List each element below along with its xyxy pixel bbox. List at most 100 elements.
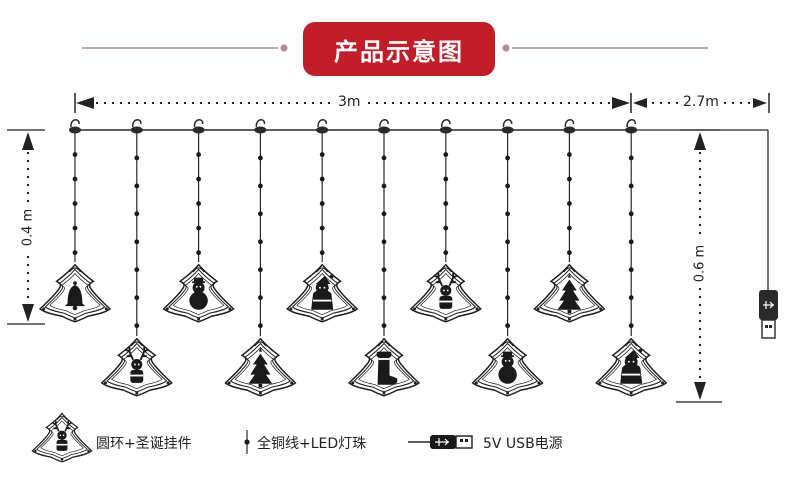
led-bead-icon xyxy=(443,176,449,182)
width-main-label: 3m xyxy=(335,94,364,110)
led-bead-icon xyxy=(134,295,140,301)
led-bead-icon xyxy=(567,152,572,157)
led-bead-icon xyxy=(258,183,263,189)
led-bead-icon xyxy=(505,239,510,245)
height-short-label: 0.4 m xyxy=(20,203,36,252)
led-bead-icon xyxy=(505,183,510,189)
led-bead-icon xyxy=(134,155,140,161)
ornament-icon xyxy=(224,337,297,397)
led-bead-icon xyxy=(381,155,387,161)
tree-icon xyxy=(248,347,273,388)
light-strand xyxy=(533,119,606,323)
led-bead-icon xyxy=(196,152,202,157)
hook-icon xyxy=(502,119,513,128)
ornament-icon xyxy=(347,337,421,397)
led-bead-icon xyxy=(628,295,634,301)
led-bead-icon xyxy=(134,267,140,273)
page-title: 产品示意图 xyxy=(303,22,495,76)
light-strand xyxy=(224,119,297,397)
led-bead-icon xyxy=(258,239,263,245)
light-strand xyxy=(100,119,173,397)
width-cable-label: 2.7m xyxy=(680,94,722,110)
legend-ornament-icon xyxy=(31,412,93,463)
dim-3m-arrow-right xyxy=(612,97,630,109)
led-bead-icon xyxy=(258,155,263,161)
dim-04m-arrow-top xyxy=(22,132,34,150)
hook-icon xyxy=(564,119,575,128)
legend-graphics xyxy=(31,412,473,463)
ornament-icon xyxy=(38,263,112,323)
led-bead-icon xyxy=(258,267,263,273)
led-bead-icon xyxy=(319,201,325,206)
header-dot-right xyxy=(502,44,510,52)
led-bead-icon xyxy=(319,250,325,256)
hook-icon xyxy=(317,119,327,128)
led-bead-icon xyxy=(72,225,78,231)
ornament-icon xyxy=(595,337,668,397)
dim-3m-arrow-left xyxy=(76,97,94,109)
light-strand xyxy=(38,119,112,323)
led-bead-icon xyxy=(443,250,449,256)
tree-icon xyxy=(557,273,582,314)
led-bead-icon xyxy=(134,323,140,329)
led-bead-icon xyxy=(567,201,572,206)
ornament-icon xyxy=(162,263,235,323)
led-bead-icon xyxy=(381,183,387,189)
hook-icon xyxy=(379,119,389,128)
legend-power-label: 5V USB电源 xyxy=(483,436,563,452)
led-bead-icon xyxy=(319,225,325,231)
led-bead-icon xyxy=(258,295,263,301)
led-bead-icon xyxy=(319,176,325,182)
dim-06m-arrow-bottom xyxy=(694,382,706,400)
led-bead-icon xyxy=(381,323,387,329)
led-bead-icon xyxy=(505,267,510,273)
hook-icon xyxy=(132,119,142,128)
hook-icon xyxy=(255,119,266,128)
santa-icon xyxy=(620,348,643,384)
snowman-icon xyxy=(498,351,517,384)
dim-27m-arrow-left xyxy=(633,98,647,108)
led-bead-icon xyxy=(72,201,78,206)
usb-plug-icon xyxy=(759,290,778,339)
led-bead-icon xyxy=(628,267,634,273)
led-bead-icon xyxy=(628,323,634,329)
led-bead-icon xyxy=(381,239,387,245)
led-bead-icon xyxy=(443,201,449,206)
led-bead-icon xyxy=(258,323,263,329)
hook-icon xyxy=(441,119,451,128)
ornament-icon xyxy=(409,263,482,323)
led-bead-icon xyxy=(134,239,140,245)
led-bead-icon xyxy=(567,176,572,182)
led-bead-icon xyxy=(628,211,634,217)
reindeer-icon xyxy=(52,420,72,451)
led-bead-icon xyxy=(134,183,140,189)
dim-06m-arrow-top xyxy=(694,132,706,150)
light-strand xyxy=(471,119,544,397)
legend-wire-label: 全铜线+LED灯珠 xyxy=(257,436,367,452)
led-bead-icon xyxy=(72,176,78,182)
reindeer-icon xyxy=(125,346,149,383)
dim-27m-arrow-right xyxy=(753,98,767,108)
led-bead-icon xyxy=(505,323,510,329)
led-bead-icon xyxy=(196,250,202,256)
legend-ornament-label: 圆环+圣诞挂件 xyxy=(96,436,192,452)
dim-04m-arrow-bottom xyxy=(22,304,34,322)
legend-usb-plug-icon xyxy=(430,435,473,449)
led-bead-icon xyxy=(319,152,325,157)
santa-icon xyxy=(311,274,334,310)
hook-icon xyxy=(193,119,204,128)
led-bead-icon xyxy=(196,176,202,182)
led-bead-icon xyxy=(381,211,387,217)
ornament-icon xyxy=(471,337,544,397)
light-strand xyxy=(286,119,359,323)
reindeer-icon xyxy=(434,272,458,309)
height-long-label: 0.6 m xyxy=(692,239,708,288)
snowman-icon xyxy=(189,277,208,310)
led-bead-icon xyxy=(628,155,634,161)
led-bead-icon xyxy=(134,211,140,217)
hook-icon xyxy=(626,119,636,128)
led-bead-icon xyxy=(443,152,449,157)
header-dot-left xyxy=(280,44,288,52)
